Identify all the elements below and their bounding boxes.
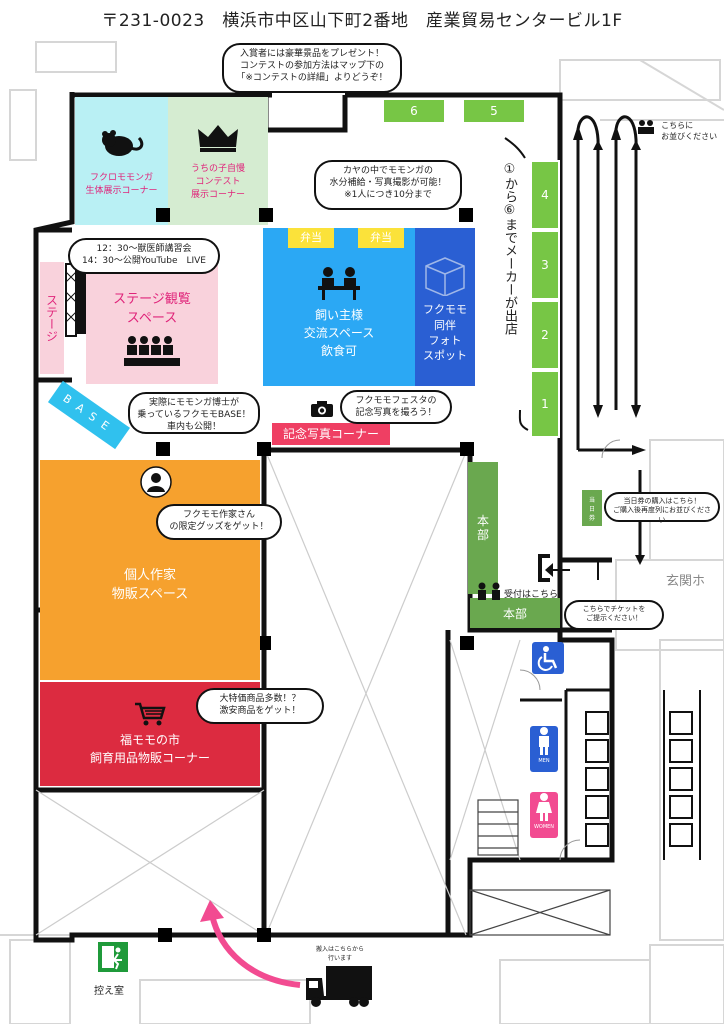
maker-text: ①から⑥までメーカーが出店: [502, 162, 517, 335]
zone-contest[interactable]: うちの子自慢 コンテスト 展示コーナー: [168, 97, 268, 225]
address-title: 〒231-0023 横浜市中区山下町2番地 産業貿易センタービル1F: [101, 11, 623, 31]
people-table-icon: [318, 267, 360, 300]
shopping-cart-icon: [135, 702, 166, 726]
carry-in-label: 搬入はこちらから 行います: [315, 946, 364, 962]
booth-2[interactable]: 2: [530, 300, 560, 370]
booth-1[interactable]: 1: [530, 370, 560, 438]
zone-stage[interactable]: ステージ: [40, 262, 64, 374]
artist-icon: [140, 466, 172, 498]
cage-icon: [425, 257, 465, 297]
booth-5[interactable]: 5: [462, 98, 526, 124]
pillar: [156, 442, 170, 456]
accessible-toilet-icon[interactable]: [532, 642, 564, 674]
zone-label: フクロモモンガ 生体展示コーナー: [85, 173, 158, 196]
zone-owners-exchange[interactable]: 飼い主様 交流スペース 飲食可: [263, 228, 415, 386]
zone-label: 本部: [476, 513, 489, 542]
bubble-ticket-buy: 当日券の購入はこちら！ ご購入後再度列にお並びください: [604, 492, 720, 524]
zone-ticket-counter[interactable]: 当日券: [582, 490, 602, 526]
zone-hq-vertical[interactable]: 本部: [468, 462, 498, 594]
bubble-artist-goods: フクモモ作家さん の限定グッズをゲット！: [156, 504, 282, 540]
pillar: [257, 928, 271, 942]
truck-icon: [306, 966, 372, 1007]
pillar: [459, 208, 473, 222]
men-label: MEN: [538, 758, 550, 764]
mens-toilet-sign[interactable]: MEN: [530, 726, 558, 772]
booth-4[interactable]: 4: [530, 160, 560, 230]
bubble-stage-schedule: 12：30～獣医師講習会 14：30～公開YouTube LIVE: [68, 238, 220, 274]
zone-label: ステージ: [44, 294, 59, 342]
zone-label: 個人作家 物販スペース: [111, 567, 189, 603]
zone-photo-spot[interactable]: フクモモ 同伴 フォト スポット: [415, 228, 475, 386]
bubble-cage: カヤの中でモモンガの 水分補給・写真撮影が可能！ ※1人につき10分まで: [314, 160, 462, 210]
crown-icon: [198, 124, 238, 152]
zone-label: ステージ観覧 スペース: [113, 292, 191, 326]
camera-icon: [310, 400, 334, 418]
zone-hq-reception[interactable]: 本部: [470, 598, 560, 628]
reception-staff-icon: [478, 582, 500, 600]
bubble-ticket-show: こちらでチケットを ご提示ください！: [564, 600, 664, 630]
booth-3[interactable]: 3: [530, 230, 560, 300]
booth-6[interactable]: 6: [382, 98, 446, 124]
audience-icon: [124, 336, 180, 366]
pillar: [460, 442, 474, 456]
zone-label: フクモモ 同伴 フォト スポット: [423, 303, 467, 363]
waiting-room-label: 控え室: [94, 986, 124, 997]
reception-label: 受付はこちら: [504, 590, 559, 600]
zone-stage-view[interactable]: ステージ観覧 スペース: [86, 262, 218, 384]
pillar: [158, 928, 172, 942]
pillar: [257, 636, 271, 650]
woman-icon: [536, 793, 552, 821]
zone-label: 飼い主様 交流スペース 飲食可: [303, 308, 375, 358]
bento-badge: 弁当: [288, 228, 334, 248]
zone-label: 福モモの市 飼育用品物販コーナー: [89, 733, 210, 765]
bubble-base: 実際にモモンガ博士が 乗っているフクモモBASE！ 車内も公開！: [128, 392, 260, 434]
bubble-festa-photo: フクモモフェスタの 記念写真を撮ろう！: [340, 390, 452, 424]
zone-label: 当日券: [588, 496, 595, 522]
bubble-market-deal: 大特価商品多数！？ 激安商品をゲット！: [196, 688, 324, 724]
pillar: [156, 208, 170, 222]
queue-here-text: こちらに お並びください: [661, 121, 718, 141]
pillar: [460, 636, 474, 650]
zone-artist[interactable]: 個人作家 物販スペース: [40, 460, 260, 680]
bento-badge: 弁当: [358, 228, 404, 248]
queue-here-label: こちらに お並びください: [636, 120, 724, 142]
emergency-exit-icon: [98, 942, 128, 972]
zone-label: うちの子自慢 コンテスト 展示コーナー: [190, 163, 245, 200]
sugar-glider-icon: [101, 130, 143, 156]
queue-people-icon: [638, 120, 654, 134]
pillar: [259, 208, 273, 222]
women-label: WOMEN: [533, 824, 555, 830]
zone-fukuromomonga-live[interactable]: フクロモモンガ 生体展示コーナー: [75, 97, 168, 225]
entrance-hall-label: 玄関ホ: [666, 574, 706, 589]
pillar: [257, 442, 271, 456]
zone-label: 本部: [502, 606, 527, 621]
bubble-contest-prize: 入賞者には豪華景品をプレゼント！ コンテストの参加方法はマップ下の 「※コンテス…: [222, 43, 402, 93]
man-icon: [539, 727, 549, 755]
womens-toilet-sign[interactable]: WOMEN: [530, 792, 558, 838]
zone-memorial-photo[interactable]: 記念写真コーナー: [272, 423, 390, 445]
